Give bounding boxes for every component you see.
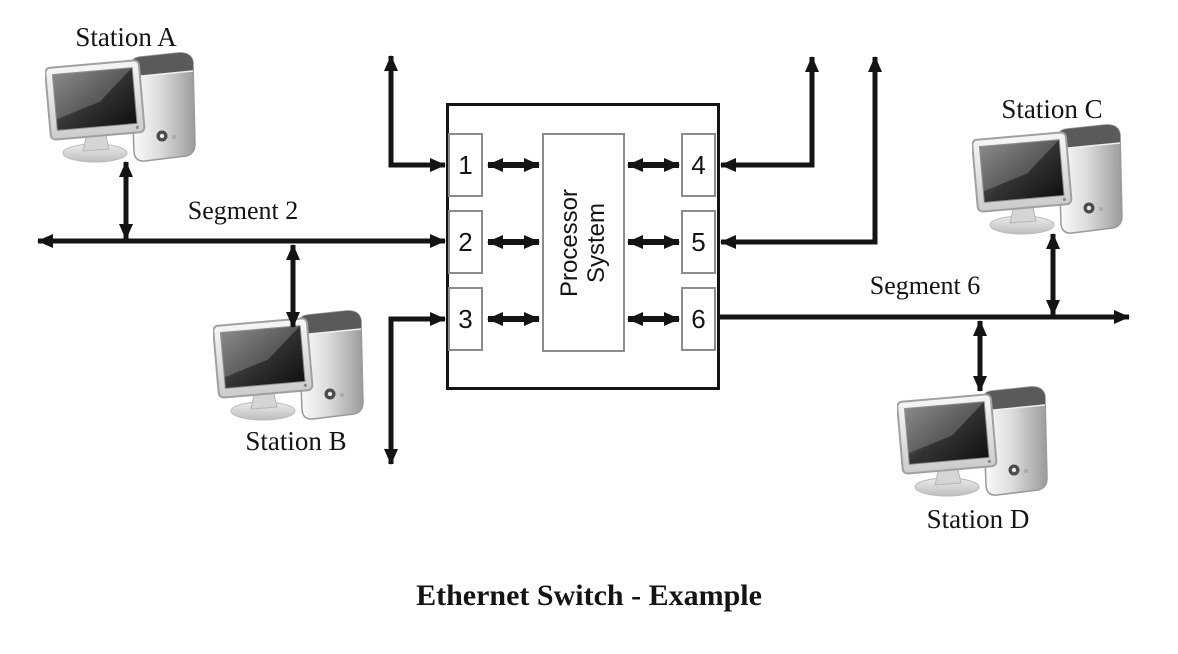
- port-2: 2: [448, 210, 483, 274]
- port-4: 4: [681, 133, 716, 197]
- segment-6-label: Segment 6: [869, 271, 981, 300]
- port-4-uplink: [720, 56, 819, 172]
- segment-2-label: Segment 2: [187, 196, 299, 225]
- station-c-computer-icon: [972, 122, 1132, 237]
- station-d-computer-icon: [897, 384, 1057, 499]
- port-6: 6: [681, 287, 716, 351]
- port-1: 1: [448, 133, 483, 197]
- station-a-label: Station A: [75, 22, 177, 52]
- processor-system-label: Processor System: [556, 188, 611, 297]
- port-3-downlink: [384, 312, 446, 465]
- port-5-uplink: [720, 56, 882, 249]
- station-a-computer-icon: [45, 50, 205, 165]
- station-c-label: Station C: [1001, 94, 1103, 124]
- station-b-computer-icon: [213, 308, 373, 423]
- port-1-uplink: [384, 55, 446, 172]
- port-3: 3: [448, 287, 483, 351]
- port-5: 5: [681, 210, 716, 274]
- station-b-label: Station B: [245, 426, 347, 456]
- station-d-label: Station D: [926, 504, 1030, 534]
- processor-system-box: Processor System: [542, 133, 625, 352]
- diagram-title: Ethernet Switch - Example: [416, 579, 762, 612]
